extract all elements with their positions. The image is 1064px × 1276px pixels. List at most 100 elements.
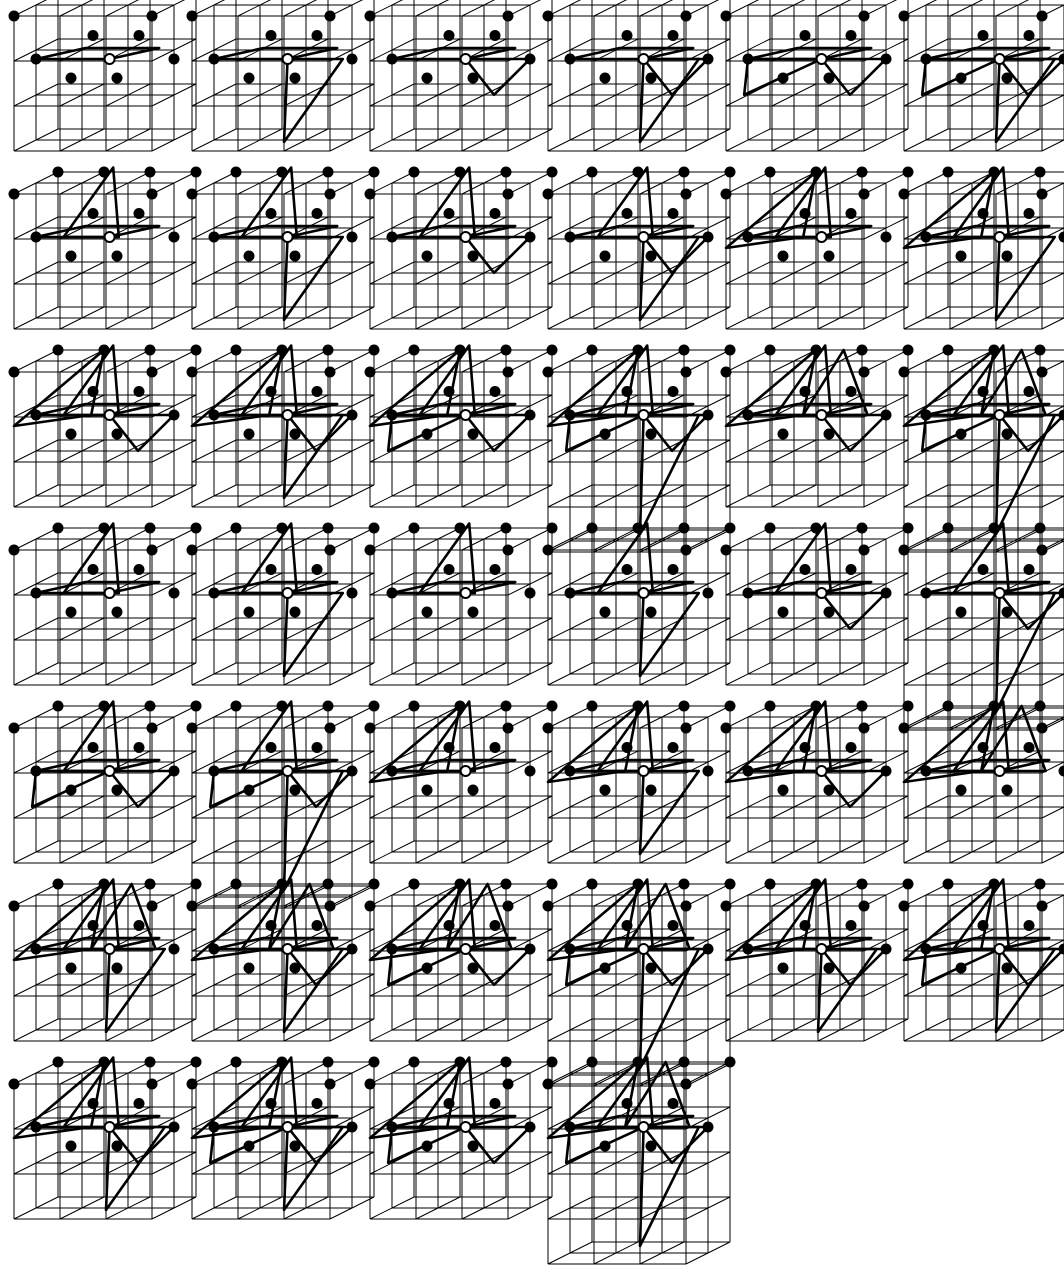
lattice-node xyxy=(244,73,255,84)
lattice-node xyxy=(325,1079,336,1090)
lattice-node xyxy=(99,167,110,178)
lattice-node xyxy=(369,1057,380,1068)
center-node xyxy=(639,766,649,776)
center-node xyxy=(105,410,115,420)
lattice-group xyxy=(9,0,202,151)
lattice-node xyxy=(921,54,932,65)
center-node xyxy=(995,766,1005,776)
lattice-node xyxy=(646,429,657,440)
lattice-node xyxy=(266,564,277,575)
lattice-node xyxy=(501,701,512,712)
lattice-node xyxy=(455,701,466,712)
lattice-group xyxy=(187,167,380,330)
lattice-node xyxy=(455,167,466,178)
lattice-node xyxy=(31,232,42,243)
lattice-svg xyxy=(12,1076,172,1276)
lattice-node xyxy=(191,523,202,534)
center-node xyxy=(283,232,293,242)
lattice-node xyxy=(1037,367,1048,378)
lattice-node xyxy=(468,251,479,262)
lattice-node xyxy=(312,386,323,397)
lattice-node xyxy=(468,1141,479,1152)
lattice-node xyxy=(633,167,644,178)
lattice-node xyxy=(857,523,868,534)
lattice-node xyxy=(99,701,110,712)
lattice-node xyxy=(1024,920,1035,931)
lattice-node xyxy=(325,723,336,734)
lattice-nodes xyxy=(9,0,202,84)
bottom-dotted-face xyxy=(640,593,699,676)
lattice-node xyxy=(824,785,835,796)
lattice-node xyxy=(743,54,754,65)
lattice-node xyxy=(681,901,692,912)
lattice-node xyxy=(943,523,954,534)
lattice-node xyxy=(721,723,732,734)
lattice-node xyxy=(703,766,714,777)
lattice-node xyxy=(490,742,501,753)
lattice-node xyxy=(899,367,910,378)
lattice-node xyxy=(422,73,433,84)
lattice-node xyxy=(455,1057,466,1068)
lattice-node xyxy=(633,523,644,534)
lattice-node xyxy=(565,232,576,243)
lattice-node xyxy=(600,251,611,262)
lattice-node xyxy=(978,30,989,41)
lattice-node xyxy=(31,54,42,65)
lattice-node xyxy=(800,30,811,41)
bottom-dotted-face xyxy=(996,237,1055,320)
lattice-node xyxy=(134,742,145,753)
bottom-dotted-face xyxy=(284,593,343,676)
wireframe xyxy=(548,528,730,685)
lattice-node xyxy=(565,54,576,65)
center-node xyxy=(995,232,1005,242)
lattice-node xyxy=(134,386,145,397)
lattice-node xyxy=(846,386,857,397)
lattice-group xyxy=(721,0,914,151)
lattice-node xyxy=(145,345,156,356)
lattice-node xyxy=(800,564,811,575)
lattice-node xyxy=(145,879,156,890)
lattice-node xyxy=(266,742,277,753)
lattice-node xyxy=(811,345,822,356)
center-node xyxy=(817,588,827,598)
lattice-group xyxy=(543,523,736,686)
lattice-node xyxy=(387,54,398,65)
lattice-node xyxy=(600,73,611,84)
lattice-node xyxy=(422,963,433,974)
lattice-group xyxy=(187,1057,380,1220)
lattice-node xyxy=(681,367,692,378)
lattice-node xyxy=(846,742,857,753)
lattice-node xyxy=(725,523,736,534)
polyhedra xyxy=(548,702,699,855)
lattice-node xyxy=(231,701,242,712)
lattice-node xyxy=(978,742,989,753)
lattice-node xyxy=(409,1057,420,1068)
center-node xyxy=(995,944,1005,954)
lattice-node xyxy=(543,723,554,734)
lattice-node xyxy=(668,1098,679,1109)
lattice-nodes xyxy=(721,0,914,84)
lattice-node xyxy=(703,944,714,955)
center-node xyxy=(283,410,293,420)
lattice-node xyxy=(622,386,633,397)
lattice-node xyxy=(646,607,657,618)
lattice-group xyxy=(721,345,914,508)
lattice-node xyxy=(1002,251,1013,262)
center-node xyxy=(105,54,115,64)
lattice-node xyxy=(325,189,336,200)
center-node xyxy=(283,1122,293,1132)
lattice-node xyxy=(369,167,380,178)
lattice-node xyxy=(444,30,455,41)
wireframe xyxy=(548,350,730,552)
lattice-node xyxy=(721,545,732,556)
center-node xyxy=(639,410,649,420)
wireframe xyxy=(726,528,908,685)
lattice-node xyxy=(169,232,180,243)
lattice-node xyxy=(681,1079,692,1090)
lattice-node xyxy=(679,701,690,712)
lattice-node xyxy=(112,963,123,974)
lattice-node xyxy=(668,386,679,397)
lattice-node xyxy=(99,879,110,890)
bottom-dotted-face xyxy=(284,949,343,1032)
wireframe xyxy=(370,706,552,863)
